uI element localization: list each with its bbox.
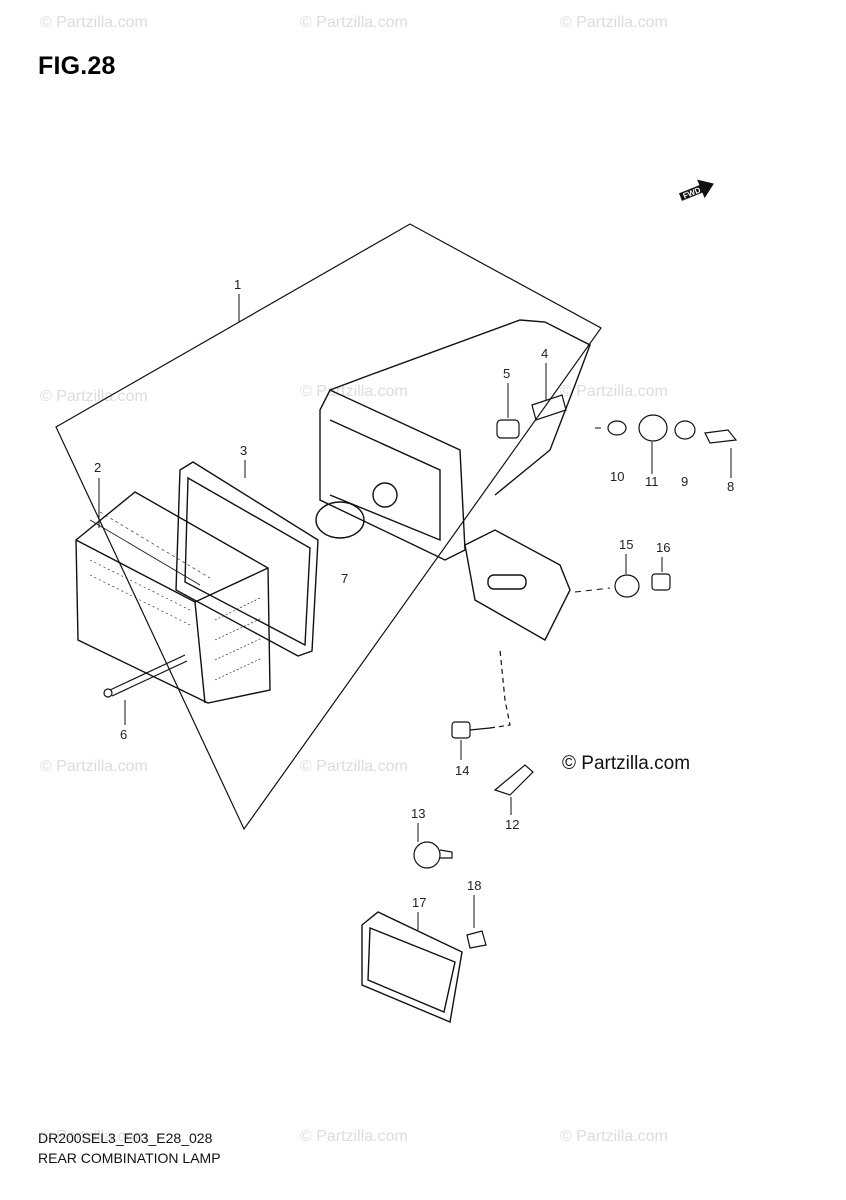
callout-16: 16 — [656, 540, 670, 555]
fwd-arrow-icon: FWD — [678, 179, 714, 201]
watermark: © Partzilla.com — [40, 1128, 148, 1145]
callout-10: 10 — [610, 469, 624, 484]
callout-11: 11 — [645, 474, 659, 489]
bulb-part — [493, 764, 534, 796]
callout-12: 12 — [505, 817, 519, 832]
washer-nut-group — [614, 573, 671, 598]
watermark: © Partzilla.com — [300, 1128, 408, 1145]
watermark: © Partzilla.com — [40, 758, 148, 775]
gasket-part — [175, 461, 319, 657]
fastener-group — [607, 414, 738, 444]
fwd-label: FWD — [682, 185, 702, 200]
callout-17: 17 — [412, 895, 426, 910]
figure-title: FIG.28 — [38, 52, 116, 80]
reflector-part — [361, 911, 463, 1023]
connector-lines — [574, 427, 611, 593]
bolt-14-part — [451, 649, 511, 739]
watermark: © Partzilla.com — [300, 14, 408, 31]
callout-13: 13 — [411, 806, 425, 821]
nut-18-part — [466, 930, 487, 949]
watermark: © Partzilla.com — [40, 14, 148, 31]
callout-8: 8 — [727, 479, 734, 494]
copyright-text: © Partzilla.com — [562, 753, 691, 774]
callout-4: 4 — [541, 346, 548, 361]
callout-2: 2 — [94, 460, 101, 475]
plug-part — [413, 841, 453, 869]
callout-3: 3 — [240, 443, 247, 458]
watermark: © Partzilla.com — [560, 14, 668, 31]
housing-part — [315, 319, 591, 641]
watermark: © Partzilla.com — [560, 383, 668, 400]
callout-6: 6 — [120, 727, 127, 742]
diagram-caption: REAR COMBINATION LAMP — [38, 1150, 221, 1166]
callout-7: 7 — [341, 571, 348, 586]
watermark: © Partzilla.com — [560, 1128, 668, 1145]
callout-1: 1 — [234, 277, 241, 292]
callout-15: 15 — [619, 537, 633, 552]
callout-labels: 1 2 3 4 5 6 7 8 9 10 11 12 13 14 15 16 1… — [94, 277, 734, 930]
screw-part — [103, 654, 188, 698]
watermark: © Partzilla.com — [300, 758, 408, 775]
diagram-code: DR200SEL3_E03_E28_028 — [38, 1130, 213, 1146]
callout-14: 14 — [455, 763, 469, 778]
watermark: © Partzilla.com — [40, 388, 148, 405]
callout-18: 18 — [467, 878, 481, 893]
callout-9: 9 — [681, 474, 688, 489]
callout-5: 5 — [503, 366, 510, 381]
lens-part — [75, 491, 271, 704]
bolt-part — [496, 394, 567, 439]
assembly-boundary — [55, 223, 602, 831]
